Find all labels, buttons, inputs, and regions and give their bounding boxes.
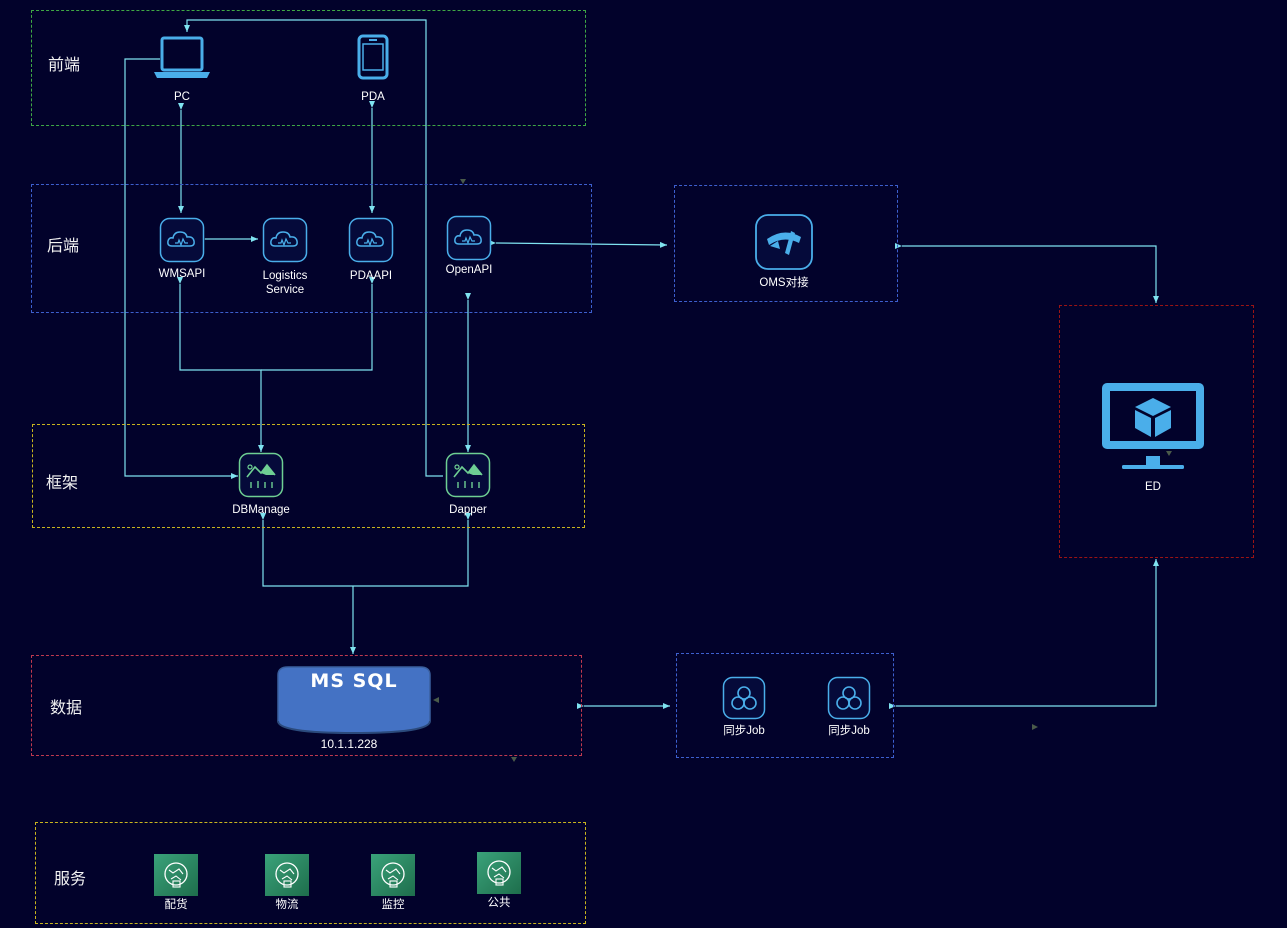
wmsapi-node[interactable]: WMSAPI [152,217,212,281]
frontend-zone [31,10,586,126]
oms-zone [674,185,898,302]
stray-marker [511,757,517,762]
service-zone-label: 服务 [54,871,87,888]
pc-label: PC [174,91,190,103]
frontend-zone-label: 前端 [48,57,81,74]
cloud-api-icon [446,215,492,265]
sync-job-node-1[interactable]: 同步Job [714,676,774,738]
cloud-api-icon [159,217,205,267]
dapper-node[interactable]: Dapper [433,452,503,517]
backend-zone [31,184,592,313]
service-wuliu[interactable]: 物流 [261,853,313,912]
mssql-title: MS SQL [310,670,397,692]
sync-zone [676,653,894,758]
service-brain-icon [476,851,522,899]
data-chart-icon [238,452,284,502]
monitor-cube-icon [1098,380,1208,476]
service-brain-icon [153,853,199,901]
dapper-label: Dapper [449,504,487,516]
oms-node[interactable]: OMS对接 [749,213,819,290]
ed-label: ED [1145,481,1161,493]
pc-node[interactable]: PC [152,36,212,104]
laptop-icon [152,36,212,84]
pdaapi-label: PDAAPI [349,270,393,282]
framework-zone [32,424,585,528]
pdaapi-node[interactable]: PDAAPI [341,217,401,283]
mssql-ip-label: 10.1.1.228 [320,737,378,751]
ed-node[interactable]: ED [1097,380,1209,494]
framework-zone-label: 框架 [46,475,79,492]
logistics-label-line1: Logistics [262,270,308,282]
sync-cycle-icon [827,676,871,724]
pda-node[interactable]: PDA [348,34,398,104]
dbmanage-mssql-connector [260,513,353,587]
openapi-label: OpenAPI [445,264,493,276]
data-chart-icon [445,452,491,502]
service-brain-icon [264,853,310,901]
service-jiankong[interactable]: 监控 [367,853,419,912]
mobile-phone-icon [357,34,389,84]
oms-label: OMS对接 [759,277,809,289]
service-brain-icon [370,853,416,901]
mssql-database[interactable]: MS SQL [274,663,434,737]
data-zone [31,655,582,756]
gauge-icon [753,213,815,275]
sync-cycle-icon [722,676,766,724]
data-zone-label: 数据 [50,700,83,717]
oms-ed-connector [895,243,1159,303]
wmsapi-label: WMSAPI [158,268,206,280]
openapi-node[interactable]: OpenAPI [438,215,500,277]
dbmanage-label: DBManage [232,504,290,516]
logistics-service-node[interactable]: Logistics Service [255,217,315,297]
backend-zone-label: 后端 [47,238,80,255]
ed-zone [1059,305,1254,558]
pda-label: PDA [361,91,385,103]
service-gonggong-label: 公共 [487,897,511,909]
service-zone [35,822,586,924]
stray-marker [1032,724,1038,730]
cloud-api-icon [262,217,308,267]
service-gonggong[interactable]: 公共 [473,851,525,910]
sync-ed-connector [889,559,1159,709]
service-peihuo-label: 配货 [164,899,188,911]
logistics-label-line2: Service [265,284,305,296]
service-peihuo[interactable]: 配货 [150,853,202,912]
dapper-mssql-connector [353,513,471,587]
sync-job-label-1: 同步Job [723,725,765,737]
sync-job-label-2: 同步Job [828,725,870,737]
cloud-api-icon [348,217,394,267]
service-jiankong-label: 监控 [381,899,405,911]
service-wuliu-label: 物流 [275,899,299,911]
sync-job-node-2[interactable]: 同步Job [818,676,880,738]
dbmanage-node[interactable]: DBManage [226,452,296,517]
